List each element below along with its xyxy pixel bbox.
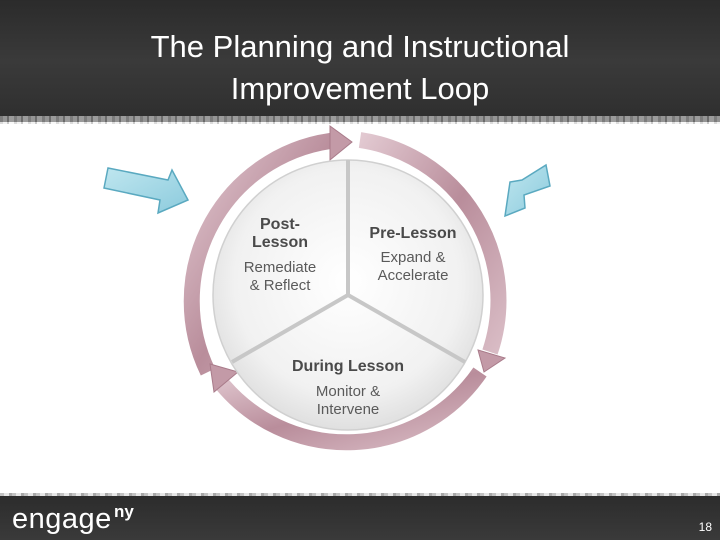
segment-during-lesson: During Lesson Monitor & Intervene — [292, 358, 404, 418]
segment-heading-line: During Lesson — [292, 358, 404, 375]
ring-arrow-bottom — [215, 367, 487, 451]
slide-title-line-2: Improvement Loop — [230, 71, 490, 106]
segment-body-line: Remediate — [244, 259, 317, 276]
segment-body-line: & Reflect — [250, 277, 312, 294]
page-number: 18 — [698, 520, 712, 534]
segment-divider-right — [347, 293, 466, 364]
title-bar — [0, 0, 720, 122]
footer-bar — [0, 496, 720, 540]
slide-title-line-1: The Planning and Instructional — [150, 29, 570, 64]
title-bar-edge — [0, 116, 720, 124]
segment-divider-left — [230, 293, 350, 364]
segment-pre-lesson: Pre-Lesson Expand & Accelerate — [369, 225, 456, 284]
ring-arrowhead-bottom-left — [209, 363, 240, 393]
segment-body-line: Accelerate — [378, 267, 449, 284]
engageny-logo-superscript: ny — [114, 502, 134, 521]
segment-heading-line: Pre-Lesson — [369, 225, 456, 242]
slide-title: The Planning and Instructional Improveme… — [40, 26, 680, 110]
segment-heading-line: Post- — [260, 216, 300, 233]
ring-arrowhead-top — [329, 125, 353, 162]
segment-body-line: Expand & — [380, 249, 445, 266]
segment-body-line: Intervene — [317, 401, 380, 418]
engageny-logo: engage — [12, 503, 112, 535]
left-pointer-arrow-icon — [103, 167, 190, 215]
ring-arrowhead-right — [477, 349, 507, 373]
ring-arrow-right — [358, 132, 507, 355]
segment-body-line: Monitor & — [316, 383, 380, 400]
segment-heading-line: Lesson — [252, 234, 308, 251]
right-pointer-arrow-icon — [504, 163, 551, 218]
segment-post-lesson: Post- Lesson Remediate & Reflect — [244, 216, 317, 294]
ring-arrow-left — [183, 132, 339, 376]
